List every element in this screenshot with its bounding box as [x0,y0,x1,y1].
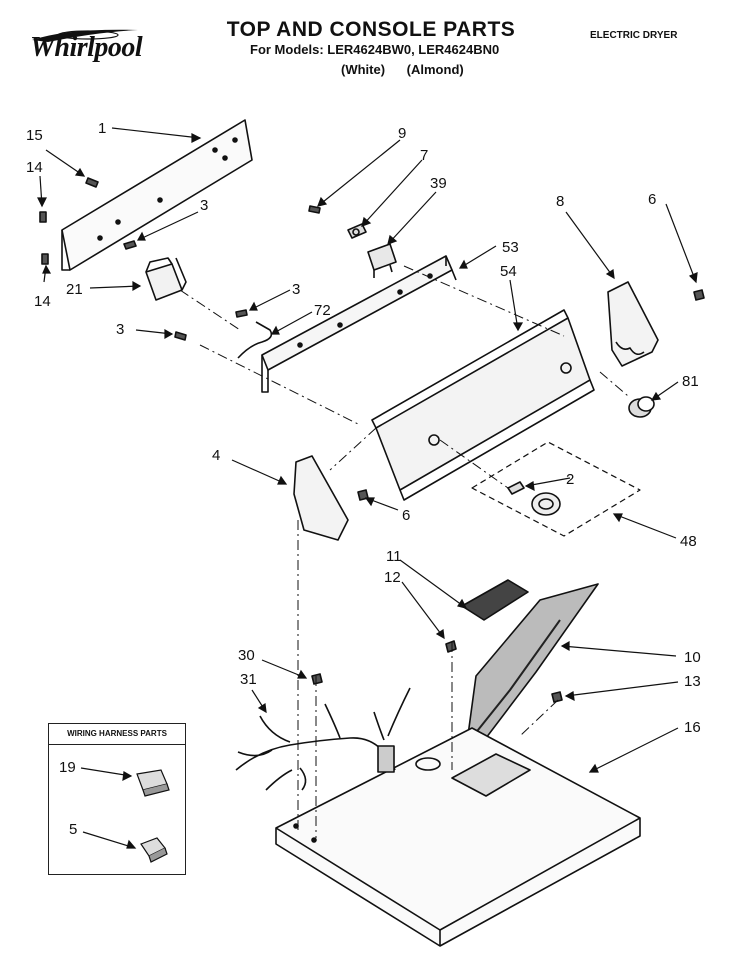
wire-72 [237,321,273,359]
screw-15 [85,177,99,188]
wire-harness-31 [235,687,411,791]
dial-48-area [471,441,641,537]
callout-3-c: 3 [116,321,124,338]
callout-13: 13 [684,673,701,690]
product-type: ELECTRIC DRYER [590,30,678,41]
whirlpool-logo: Whirlpool [28,26,163,72]
leader-arrows [37,127,698,773]
logo-swoosh-icon [32,29,138,42]
callout-4: 4 [212,447,220,464]
color-almond: (Almond) [406,62,464,77]
callout-11: 11 [386,548,402,565]
callout-81: 81 [682,373,699,390]
callout-9: 9 [398,125,406,142]
screw-14-top [39,211,47,223]
end-cap-8 [607,281,659,367]
callout-8: 8 [556,193,564,210]
callout-54: 54 [500,263,517,280]
callout-16: 16 [684,719,701,736]
screw-3-b [235,309,248,318]
control-panel-54 [371,309,595,501]
callout-39: 39 [430,175,447,192]
callout-15: 15 [26,127,43,144]
wiring-harness-inset: WIRING HARNESS PARTS 19 5 [48,723,186,875]
clip-7 [347,223,367,239]
callout-31: 31 [240,671,257,688]
inset-drawing: 19 5 [59,759,170,863]
top-panel-16 [275,727,641,947]
callout-5: 5 [69,821,77,838]
callout-30: 30 [238,647,255,664]
clip-30 [311,673,323,685]
callout-6-right: 6 [648,191,656,208]
callout-1: 1 [98,120,106,137]
screw-13 [551,691,563,703]
console-bracket-53 [261,255,457,393]
screw-3-c [174,331,187,341]
callout-53: 53 [502,239,519,256]
screw-9 [308,205,321,214]
callout-48: 48 [680,533,697,550]
callout-14-top: 14 [26,159,43,176]
rear-console-panel [61,119,253,271]
callout-19: 19 [59,759,76,776]
callout-7: 7 [420,147,428,164]
inset-title: WIRING HARNESS PARTS [49,724,185,745]
switch-39 [367,243,397,278]
screw-14-bottom [41,253,49,265]
callout-2: 2 [566,471,574,488]
callout-3-b: 3 [292,281,300,298]
color-white: (White) [341,62,386,77]
cover-11 [461,579,529,621]
callout-6-mid: 6 [402,507,410,524]
screw-3-a [123,240,137,250]
screw-6-right [693,289,705,301]
callout-10: 10 [684,649,701,666]
clip-12 [445,640,457,653]
callout-21: 21 [66,281,83,298]
model-colors: (White) (Almond) [341,62,464,77]
brand-name: Whirlpool [30,32,143,63]
callout-labels: 1 15 14 3 14 21 3 72 3 9 7 39 53 54 8 6 … [26,120,701,736]
timer-21 [145,257,187,301]
callout-12: 12 [384,569,401,586]
callout-3-a: 3 [200,197,208,214]
knob-81 [628,396,655,418]
end-cap-4 [293,455,349,541]
callout-14-bottom: 14 [34,293,51,310]
model-numbers: For Models: LER4624BW0, LER4624BN0 [250,42,500,57]
callout-72: 72 [314,302,331,319]
page-title: TOP AND CONSOLE PARTS [226,18,516,41]
